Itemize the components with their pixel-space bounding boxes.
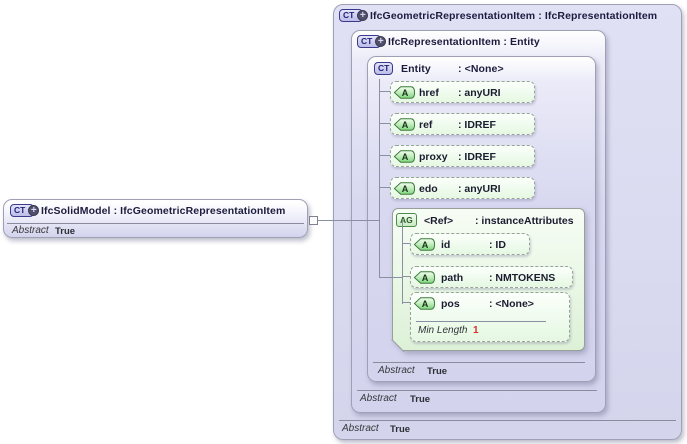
attribute-href: A href : anyURI xyxy=(390,81,535,103)
attribute-name: proxy xyxy=(419,151,448,163)
abstract-value: True xyxy=(410,394,431,405)
attribute-icon: A xyxy=(393,118,416,131)
abstract-value: True xyxy=(427,366,448,377)
attribute-name: ref xyxy=(419,119,433,131)
ifcsolidmodel-title: IfcSolidModel : IfcGeometricRepresentati… xyxy=(41,205,286,217)
attribute-icon: A xyxy=(413,297,436,310)
ifcgeometricrepresentationitem-title: IfcGeometricRepresentationItem : IfcRepr… xyxy=(370,10,658,22)
attribute-id: A id : ID xyxy=(410,233,530,255)
abstract-label: Abstract xyxy=(12,225,49,236)
attribute-icon: A xyxy=(413,271,436,284)
attribute-name: id xyxy=(441,239,451,251)
facet-value: 1 xyxy=(473,325,479,336)
attribute-group-type: : instanceAttributes xyxy=(475,215,574,227)
svg-text:A: A xyxy=(402,120,409,130)
ct-icon-label: CT xyxy=(361,36,373,46)
attribute-type: : anyURI xyxy=(458,183,501,195)
svg-text:A: A xyxy=(402,152,409,162)
attribute-group-name: <Ref> xyxy=(424,215,454,227)
svg-text:A: A xyxy=(402,88,409,98)
abstract-value: True xyxy=(390,424,411,435)
stub-id xyxy=(402,243,412,244)
divider xyxy=(373,362,585,363)
connector-collapse-square[interactable] xyxy=(309,216,318,225)
divider xyxy=(357,390,597,391)
expand-plus-icon[interactable]: + xyxy=(357,10,369,21)
stub-pos xyxy=(402,302,412,303)
abstract-label: Abstract xyxy=(342,423,379,434)
stub-attribute-group xyxy=(379,277,403,278)
svg-text:A: A xyxy=(422,240,429,250)
complex-type-icon: CT + xyxy=(357,35,387,48)
attribute-name: href xyxy=(419,87,439,99)
stub-ref xyxy=(379,123,391,124)
ct-icon-label: CT xyxy=(378,63,390,73)
ifcrepresentationitem-title: IfcRepresentationItem : Entity xyxy=(388,36,540,48)
abstract-label: Abstract xyxy=(378,365,415,376)
attribute-type: : anyURI xyxy=(458,87,501,99)
stub-edo xyxy=(379,187,391,188)
attribute-group-icon: AG xyxy=(396,213,417,227)
attribute-pos: A pos : <None> Min Length 1 xyxy=(410,292,570,342)
divider xyxy=(7,223,304,224)
attribute-edo: A edo : anyURI xyxy=(390,177,535,199)
attribute-type: : IDREF xyxy=(458,151,496,163)
entity-tree-line xyxy=(379,79,380,278)
attribute-path: A path : NMTOKENS xyxy=(410,266,573,288)
abstract-value: True xyxy=(55,226,76,237)
attribute-ref: A ref : IDREF xyxy=(390,113,535,135)
complex-type-icon: CT xyxy=(374,62,394,75)
complex-type-icon: CT + xyxy=(339,9,369,22)
connector-line-main xyxy=(318,220,379,221)
attribute-proxy: A proxy : IDREF xyxy=(390,145,535,167)
attribute-name: path xyxy=(441,272,464,284)
stub-path xyxy=(402,276,412,277)
entity-name: Entity xyxy=(401,63,431,75)
attribute-icon: A xyxy=(413,238,436,251)
svg-text:A: A xyxy=(422,299,429,309)
expand-plus-icon[interactable]: + xyxy=(28,205,40,216)
ifcsolidmodel-box: CT + IfcSolidModel : IfcGeometricReprese… xyxy=(3,199,308,238)
svg-text:A: A xyxy=(402,184,409,194)
attribute-icon: A xyxy=(393,182,416,195)
attribute-type: : IDREF xyxy=(458,119,496,131)
attribute-icon: A xyxy=(393,86,416,99)
stub-href xyxy=(379,91,391,92)
entity-type: : <None> xyxy=(458,63,504,75)
attribute-type: : <None> xyxy=(489,298,534,310)
svg-text:A: A xyxy=(422,273,429,283)
attribute-icon: A xyxy=(393,150,416,163)
attribute-name: edo xyxy=(419,183,438,195)
ct-icon-label: CT xyxy=(14,205,26,215)
abstract-label: Abstract xyxy=(360,393,397,404)
complex-type-icon: CT + xyxy=(10,204,40,217)
facet-divider xyxy=(416,321,546,322)
divider xyxy=(339,420,676,421)
expand-plus-icon[interactable]: + xyxy=(375,36,387,47)
attribute-name: pos xyxy=(441,298,460,310)
ct-icon-label: CT xyxy=(343,10,355,20)
group-tree-line xyxy=(402,222,403,304)
stub-proxy xyxy=(379,155,391,156)
attribute-type: : ID xyxy=(489,239,506,251)
facet-label: Min Length xyxy=(418,325,468,336)
attribute-type: : NMTOKENS xyxy=(489,272,556,284)
